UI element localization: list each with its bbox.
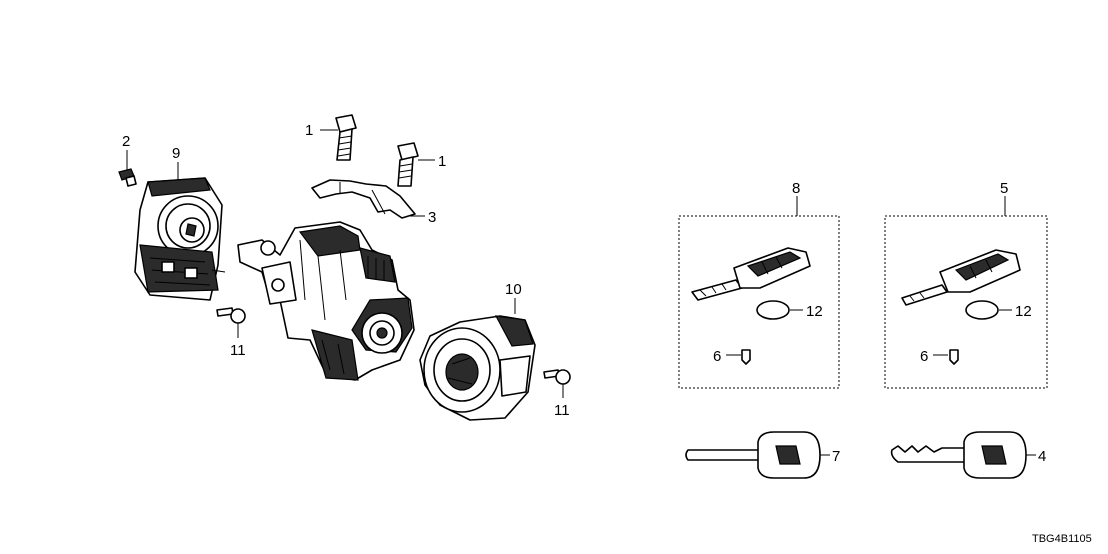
callout-3: 3 — [428, 209, 436, 226]
part-3-clamp — [311, 179, 425, 219]
part-10-bezel — [419, 298, 536, 421]
callout-12-box8: 12 — [806, 303, 823, 320]
part-1-bolt-upper — [320, 114, 357, 161]
callout-11-right: 11 — [554, 402, 570, 419]
part-11-bolt-left — [216, 307, 246, 338]
part-4-key-cut — [890, 431, 1036, 479]
callout-5: 5 — [1000, 180, 1008, 197]
callout-1-upper: 1 — [305, 122, 313, 139]
part-9-switch-assembly — [134, 162, 226, 301]
callout-8: 8 — [792, 180, 800, 197]
callout-4: 4 — [1038, 448, 1046, 465]
steering-lock-body — [237, 221, 415, 381]
callout-11-left: 11 — [230, 342, 246, 359]
callout-1-right: 1 — [438, 153, 446, 170]
callout-7: 7 — [832, 448, 840, 465]
callout-9: 9 — [172, 145, 180, 162]
part-7-key-blank — [685, 431, 830, 479]
callout-10: 10 — [505, 281, 522, 298]
key-set-5 — [884, 196, 1048, 389]
callout-6-box5: 6 — [920, 348, 928, 365]
part-11-bolt-right — [543, 369, 571, 398]
callout-12-box5: 12 — [1015, 303, 1032, 320]
callout-2: 2 — [122, 133, 130, 150]
part-1-bolt-right — [397, 142, 435, 187]
diagram-code: TBG4B1105 — [1032, 533, 1092, 545]
callout-6-box8: 6 — [713, 348, 721, 365]
key-set-8 — [678, 196, 840, 389]
part-2-bolt — [118, 150, 137, 187]
